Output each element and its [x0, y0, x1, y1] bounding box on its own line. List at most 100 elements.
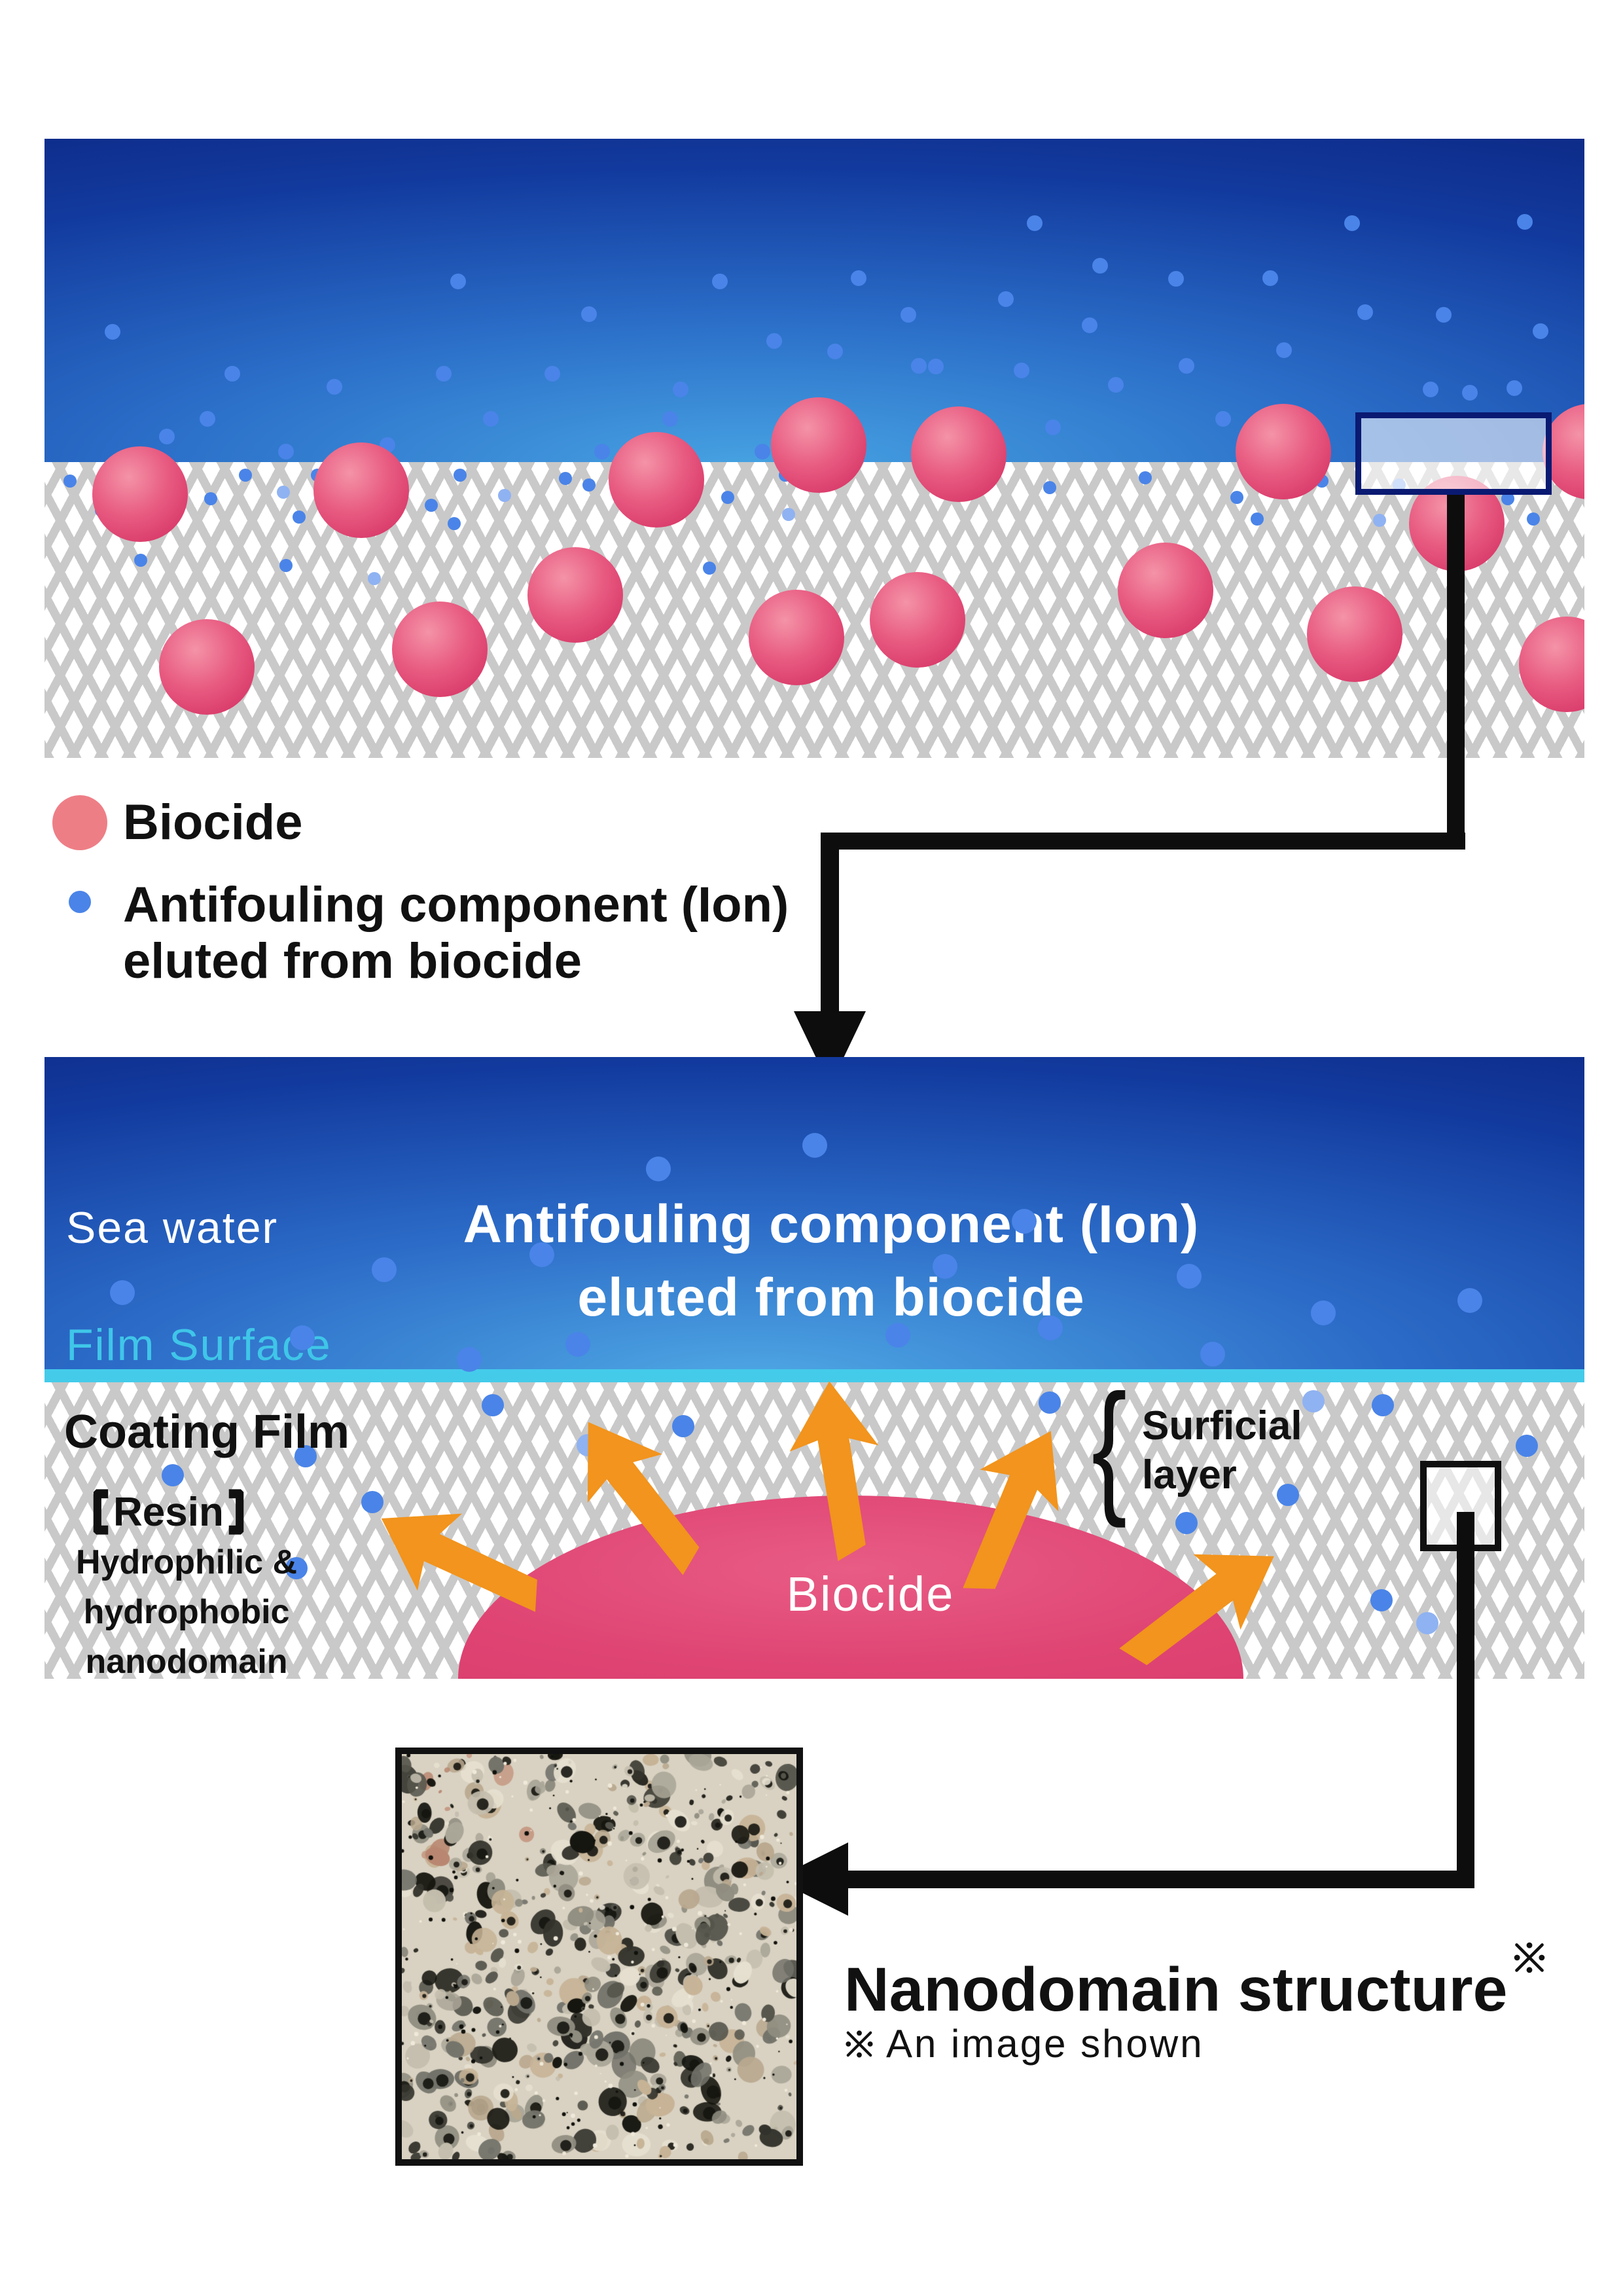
biocide-particle — [911, 406, 1007, 502]
ion-dot — [1527, 512, 1540, 526]
ion-dot — [482, 1394, 504, 1416]
ion-dot — [239, 469, 252, 482]
ion-dot — [1457, 1288, 1482, 1313]
panel-surficial-layer-detail: Sea water Antifouling component (Ion) el… — [45, 1057, 1584, 1679]
ion-dot — [134, 554, 147, 567]
ion-dot — [105, 324, 120, 340]
elution-arrow-icon — [381, 1513, 537, 1612]
ion-dot — [1357, 304, 1373, 320]
ion-dot — [885, 1323, 910, 1348]
sea-water-label: Sea water — [66, 1203, 279, 1253]
legend-biocide-label: Biocide — [123, 795, 303, 850]
ion-dot — [159, 429, 175, 444]
ion-dot — [851, 270, 866, 286]
connector1-vertical-segment-2 — [821, 850, 839, 1018]
ion-dot — [1344, 215, 1360, 231]
biocide-particle — [159, 619, 255, 715]
coating-film-label: Coating Film — [64, 1406, 349, 1458]
panel2-title: Antifouling component (Ion) eluted from … — [463, 1194, 1200, 1327]
ion-dot — [559, 472, 572, 485]
ion-dot — [162, 1464, 184, 1486]
ion-dot — [933, 1254, 957, 1279]
nanodomain-caption-title: Nanodomain structure — [844, 1941, 1546, 2026]
biocide-particle — [870, 572, 965, 668]
biocide-particle — [771, 397, 866, 493]
ion-dot — [1436, 307, 1452, 323]
ion-dot — [204, 492, 217, 505]
nanodomain-description: Hydrophilic & hydrophobic nanodomain — [75, 1543, 298, 1679]
ion-dot — [1262, 270, 1278, 286]
ion-dot — [483, 411, 499, 427]
ion-dot — [1215, 411, 1231, 427]
ion-dot — [1200, 1342, 1225, 1367]
ion-dot — [928, 359, 944, 374]
ion-dot — [1092, 258, 1108, 274]
ion-dot — [425, 499, 438, 512]
ion-dot — [1175, 1512, 1198, 1534]
ion-dot — [782, 508, 795, 521]
elution-arrow-icon — [963, 1431, 1059, 1589]
ion-dot — [901, 307, 916, 323]
ion-dot — [1501, 492, 1514, 505]
ion-dot — [450, 274, 466, 289]
film-surface-line — [45, 1369, 1584, 1382]
ion-dot — [703, 562, 716, 575]
ion-dot — [277, 486, 290, 499]
ion-dot — [1277, 1484, 1299, 1506]
ion-dot — [673, 382, 688, 397]
biocide-dome-label: Biocide — [786, 1567, 955, 1621]
ion-dot — [1038, 1316, 1063, 1340]
ion-dot — [454, 469, 467, 482]
ion-dot — [1372, 1394, 1394, 1416]
ion-dot — [802, 1133, 827, 1158]
ion-dot — [63, 475, 77, 488]
ion-dot — [293, 511, 306, 524]
biocide-particle — [749, 590, 844, 685]
nanodomain-image — [395, 1748, 803, 2166]
ion-dot — [290, 1325, 315, 1350]
biocide-particle — [1236, 404, 1331, 499]
lenticular-bracket-close-icon — [228, 1489, 244, 1535]
ion-dot — [1276, 342, 1292, 358]
ion-dot — [766, 333, 782, 349]
ion-dot — [279, 559, 293, 572]
ion-dot — [200, 411, 215, 427]
ion-dot — [361, 1491, 383, 1513]
ion-dot — [1311, 1300, 1336, 1325]
zoom-highlight-rect — [1355, 412, 1552, 495]
elution-arrow-icon — [789, 1381, 879, 1562]
ion-dot — [1251, 512, 1264, 526]
ion-legend-icon — [69, 891, 91, 913]
left-arrowhead-icon — [775, 1842, 848, 1916]
ion-dot — [1416, 1612, 1438, 1634]
ion-dot — [1517, 214, 1533, 230]
ion-dot — [1139, 471, 1152, 484]
biocide-particle — [1307, 586, 1402, 682]
biocide-particle — [313, 442, 409, 538]
ion-dot — [224, 366, 240, 382]
ion-dot — [498, 489, 511, 502]
ion-dot — [582, 478, 596, 492]
lenticular-bracket-open-icon — [93, 1489, 109, 1535]
ion-dot — [581, 306, 597, 322]
biocide-particle — [527, 547, 623, 643]
legend-ion-label: Antifouling component (Ion) eluted from … — [123, 877, 789, 989]
ion-dot — [1516, 1435, 1538, 1457]
ion-dot — [110, 1280, 135, 1305]
ion-dot — [1177, 1264, 1202, 1289]
connector1-vertical-segment — [1447, 495, 1465, 841]
reference-mark-icon — [1514, 1942, 1545, 1973]
ion-dot — [1108, 377, 1124, 393]
biocide-particle — [92, 446, 188, 542]
ion-dot — [1012, 1209, 1037, 1234]
resin-word: Resin — [113, 1489, 224, 1535]
reference-mark-icon — [846, 2030, 873, 2058]
nanodomain-texture — [402, 1754, 796, 2159]
ion-dot — [565, 1332, 590, 1357]
biocide-particle — [609, 432, 704, 528]
biocide-particle — [1118, 543, 1213, 638]
ion-dot — [544, 366, 560, 382]
biocide-particle — [392, 601, 488, 697]
ion-dot — [646, 1157, 671, 1181]
